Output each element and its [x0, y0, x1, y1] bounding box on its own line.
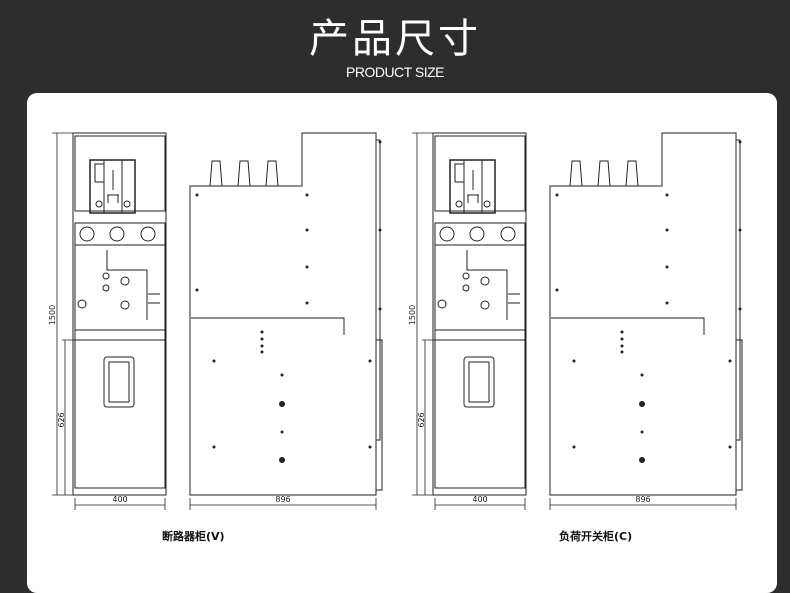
dim-width-front: 400	[112, 495, 127, 504]
caption-load-switch-cabinet: 负荷开关柜(C)	[559, 530, 633, 543]
drawing-card	[27, 93, 777, 593]
technical-drawings: 400 896 1500 626 400 896 1500 626	[48, 132, 743, 511]
dim-height-total: 1500	[48, 305, 57, 325]
caption-circuit-breaker-cabinet: 断路器柜(V)	[162, 530, 225, 543]
dim-width-front: 400	[472, 495, 487, 504]
dim-height-total: 1500	[408, 305, 417, 325]
page-subtitle: PRODUCT SIZE	[346, 64, 444, 80]
page-title: 产品尺寸	[309, 16, 481, 62]
dim-height-lower: 626	[57, 412, 66, 427]
dim-height-lower: 626	[417, 412, 426, 427]
drawing-circuit-breaker-cabinet	[51, 132, 383, 511]
drawing-load-switch-cabinet	[411, 132, 743, 511]
dim-depth: 896	[635, 495, 650, 504]
dim-depth: 896	[275, 495, 290, 504]
